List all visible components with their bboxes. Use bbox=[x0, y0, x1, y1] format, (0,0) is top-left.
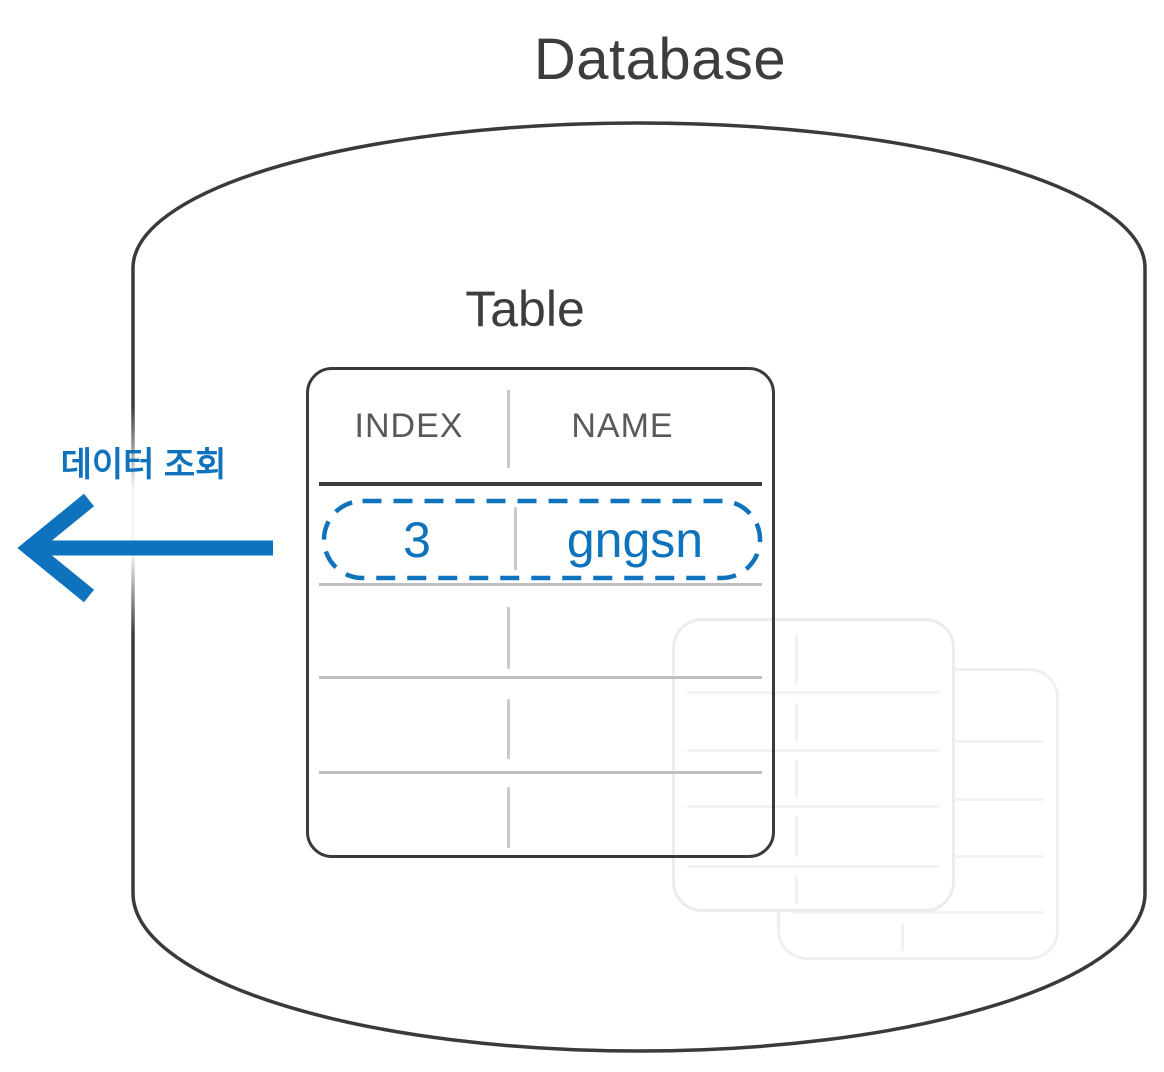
ghost-col-line bbox=[901, 923, 904, 951]
row-column-divider bbox=[507, 787, 510, 848]
ghost-col-line bbox=[795, 635, 798, 683]
row-column-divider bbox=[507, 607, 510, 669]
ghost-col-line bbox=[795, 761, 798, 797]
column-header-name: NAME bbox=[571, 406, 674, 445]
ghost-row-line bbox=[792, 911, 1044, 914]
table-card: INDEX NAME 3 gngsn bbox=[306, 367, 775, 858]
header-separator-line bbox=[319, 482, 762, 486]
row-separator bbox=[319, 771, 762, 774]
ghost-col-line bbox=[795, 703, 798, 741]
ghost-col-line bbox=[795, 817, 798, 857]
ghost-row-line bbox=[687, 865, 940, 868]
row-column-divider bbox=[514, 507, 517, 570]
ghost-table-front bbox=[672, 618, 955, 912]
row-separator bbox=[319, 676, 762, 679]
header-column-divider bbox=[507, 390, 510, 468]
query-arrow-label: 데이터 조회 bbox=[60, 446, 227, 484]
ghost-col-line bbox=[795, 877, 798, 903]
cell-name-value: gngsn bbox=[566, 511, 704, 568]
row-separator bbox=[319, 583, 762, 586]
cell-index-value: 3 bbox=[403, 511, 431, 568]
label-glow bbox=[15, 405, 265, 635]
highlighted-row: 3 gngsn bbox=[320, 497, 764, 582]
table-title: Table bbox=[465, 281, 585, 337]
ghost-row-line bbox=[687, 805, 940, 808]
row-column-divider bbox=[507, 699, 510, 759]
dashed-highlight-outline bbox=[321, 498, 763, 581]
table-header-row: INDEX NAME bbox=[309, 370, 772, 482]
column-header-index: INDEX bbox=[354, 406, 464, 445]
ghost-row-line bbox=[687, 749, 940, 752]
database-title: Database bbox=[533, 27, 787, 92]
ghost-row-line bbox=[687, 691, 940, 694]
